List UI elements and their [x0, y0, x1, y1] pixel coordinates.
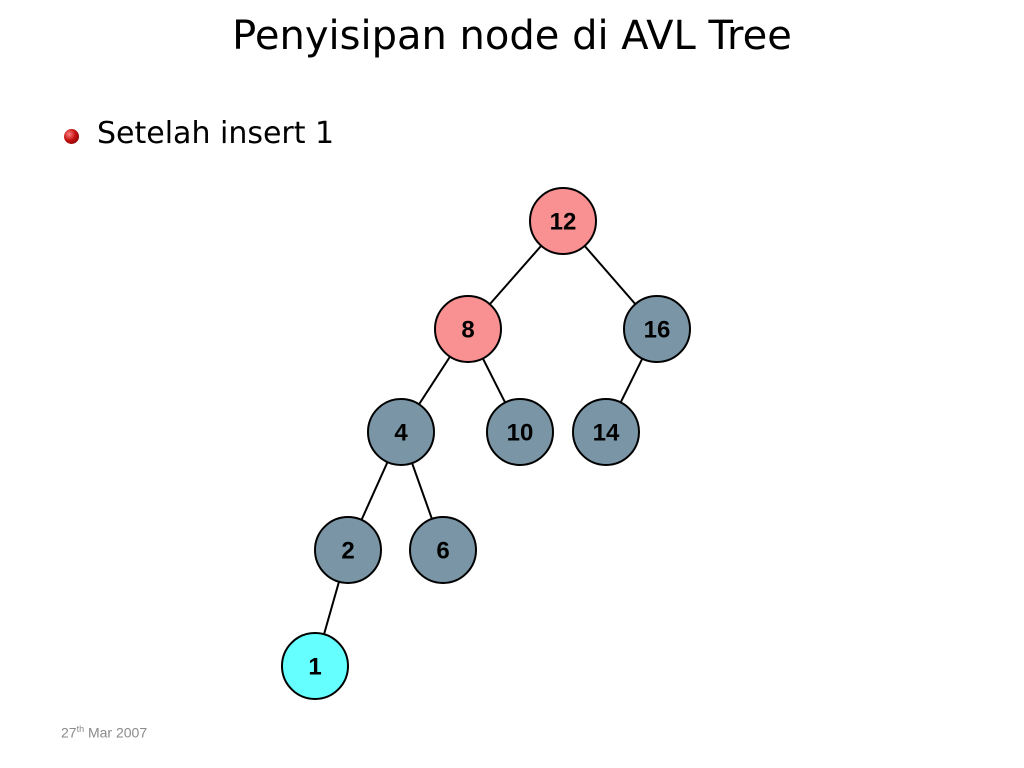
tree-node-circle	[572, 398, 640, 466]
tree-node-label: 16	[644, 317, 671, 344]
tree-node-circle	[367, 398, 435, 466]
tree-node-12: 12	[529, 187, 597, 255]
bullet-item: Setelah insert 1	[64, 116, 334, 152]
tree-node-circle	[314, 516, 382, 584]
tree-node-label: 4	[394, 420, 408, 447]
tree-node-label: 6	[436, 538, 449, 565]
slide-title: Penyisipan node di AVL Tree	[232, 13, 792, 59]
tree-node-10: 10	[486, 398, 554, 466]
footer-date-day: 27	[61, 724, 77, 741]
tree-node-circle	[486, 398, 554, 466]
footer-date: 27th Mar 2007	[61, 724, 147, 741]
tree-node-label: 1	[308, 654, 321, 681]
tree-node-label: 12	[550, 209, 577, 236]
tree-node-circle	[434, 295, 502, 363]
tree-node-8: 8	[434, 295, 502, 363]
footer-date-rest: Mar 2007	[84, 724, 148, 741]
tree-node-1: 1	[281, 632, 349, 700]
tree-node-label: 8	[461, 317, 474, 344]
tree-node-label: 14	[593, 420, 620, 447]
bullet-icon	[64, 128, 79, 144]
tree-node-circle	[529, 187, 597, 255]
footer-date-suffix: th	[76, 724, 85, 734]
tree-node-circle	[281, 632, 349, 700]
tree-node-circle	[409, 516, 477, 584]
tree-node-6: 6	[409, 516, 477, 584]
bullet-text: Setelah insert 1	[97, 116, 335, 151]
tree-node-4: 4	[367, 398, 435, 466]
tree-node-label: 10	[507, 420, 534, 447]
tree-node-2: 2	[314, 516, 382, 584]
tree-nodes: 12 8 16 4 10 14 2 6 1	[281, 187, 691, 700]
tree-node-14: 14	[572, 398, 640, 466]
tree-node-label: 2	[341, 538, 354, 565]
tree-node-16: 16	[623, 295, 691, 363]
tree-node-circle	[623, 295, 691, 363]
